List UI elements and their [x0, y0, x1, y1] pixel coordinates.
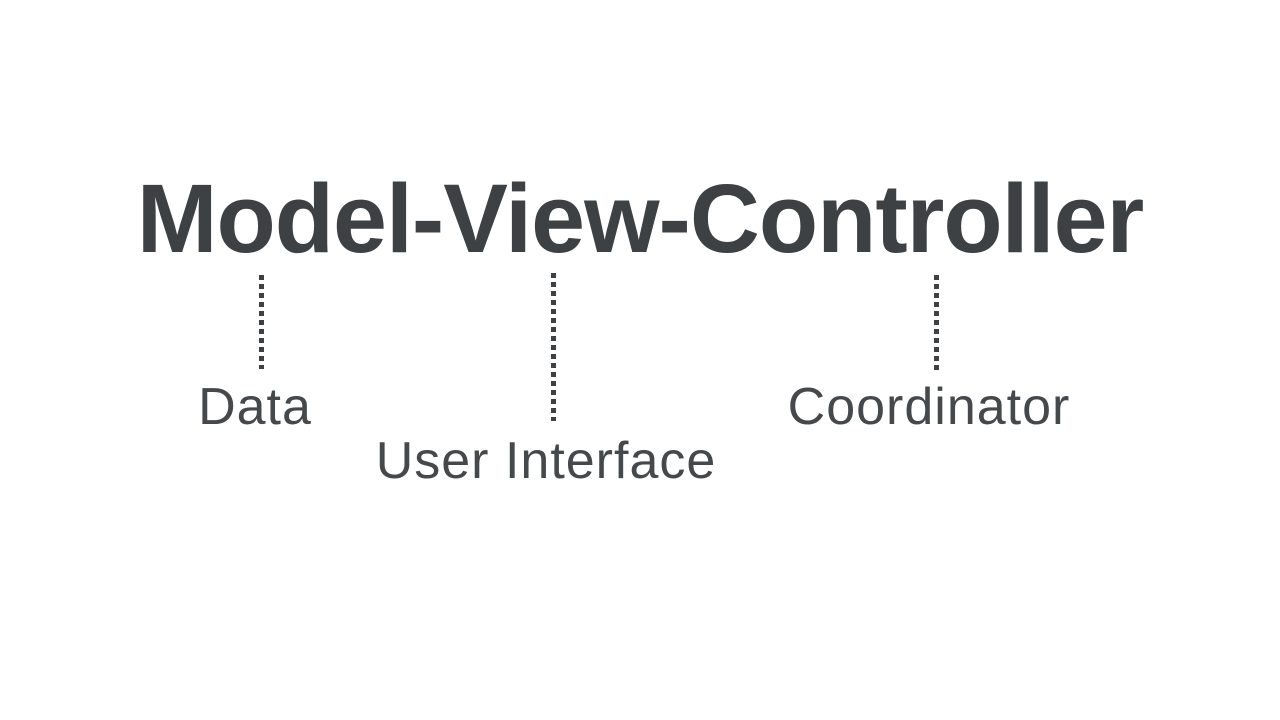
leader-line-view	[551, 273, 556, 421]
label-controller-meaning: Coordinator	[787, 378, 1071, 436]
label-view-meaning: User Interface	[375, 432, 717, 490]
label-model-meaning: Data	[198, 378, 312, 436]
leader-line-model	[259, 275, 264, 369]
leader-line-controller	[934, 275, 939, 371]
page-title: Model-View-Controller	[136, 164, 1145, 273]
